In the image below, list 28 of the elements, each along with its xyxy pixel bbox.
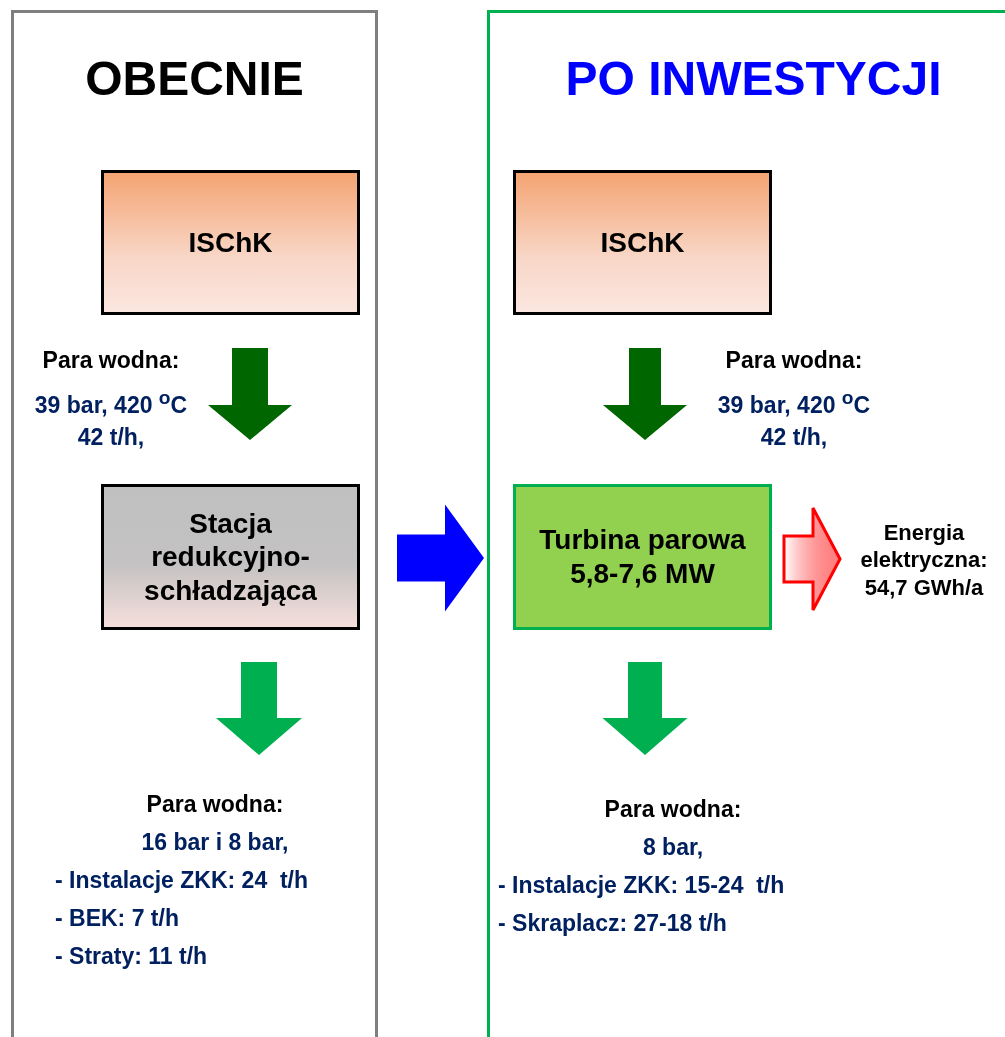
steam-parameters: 39 bar, 420 $^{o}$C 42 t/h, xyxy=(716,386,872,452)
energy-output-text: Energia elektryczna: 54,7 GWh/a xyxy=(843,510,1005,610)
turbine-box: Turbina parowa 5,8-7,6 MW xyxy=(513,484,772,630)
scenario-panel xyxy=(487,10,1005,1037)
panel-heading: PO INWESTYCJI xyxy=(565,51,942,106)
process-box: ISChK xyxy=(513,170,772,315)
panel-heading: OBECNIE xyxy=(85,51,304,106)
block-arrow xyxy=(216,662,302,755)
steam-parameters: 8 bar, xyxy=(641,833,705,862)
steam-consumer-item: - Straty: 11 t/h xyxy=(55,942,209,971)
process-box: ISChK xyxy=(101,170,360,315)
steam-parameters: 39 bar, 420 $^{o}$C 42 t/h, xyxy=(33,386,189,452)
steam-heading: Para wodna: xyxy=(603,795,743,824)
steam-consumer-item: - Instalacje ZKK: 24 t/h xyxy=(55,866,310,895)
steam-heading: Para wodna: xyxy=(724,346,864,375)
block-arrow xyxy=(397,504,484,612)
steam-consumer-item: - BEK: 7 t/h xyxy=(55,904,180,933)
steam-consumer-item: - Skraplacz: 27-18 t/h xyxy=(498,909,728,938)
steam-consumer-item: - Instalacje ZKK: 15-24 t/h xyxy=(498,871,786,900)
block-arrow xyxy=(782,506,842,612)
block-arrow xyxy=(603,348,687,440)
block-arrow xyxy=(602,662,688,755)
scenario-panel xyxy=(11,10,378,1037)
block-arrow xyxy=(208,348,292,440)
steam-heading: Para wodna: xyxy=(145,790,285,819)
steam-heading: Para wodna: xyxy=(41,346,181,375)
steam-parameters: 16 bar i 8 bar, xyxy=(140,828,290,857)
process-box: Stacja redukcyjno-schładzająca xyxy=(101,484,360,630)
